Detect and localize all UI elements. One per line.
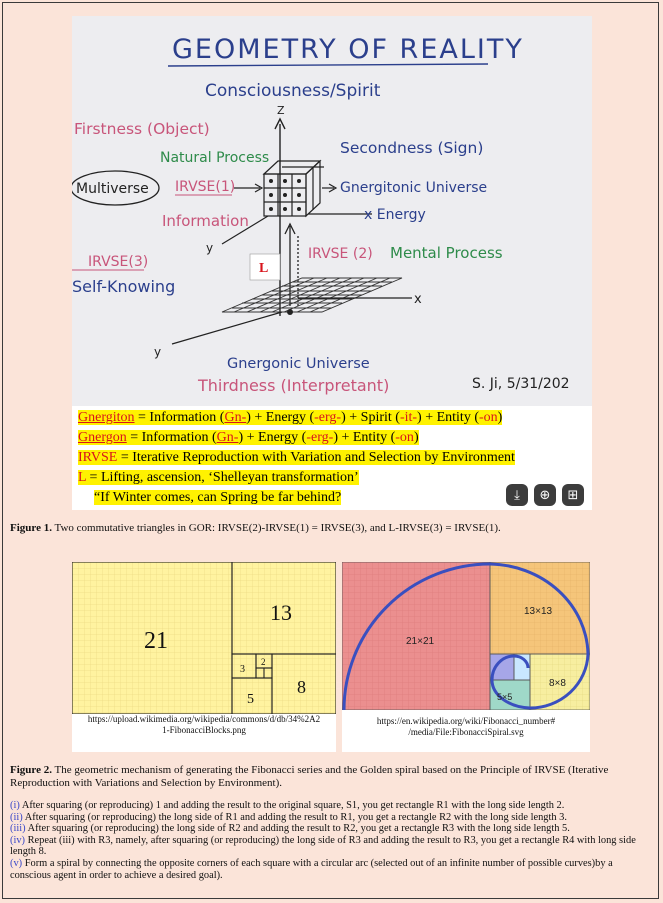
irvse2-label: IRVSE (2) <box>308 246 373 262</box>
quote-line: “If Winter comes, can Spring be far behi… <box>94 490 342 505</box>
z-axis-label: Z <box>277 104 285 117</box>
fibonacci-spiral-figure: 21×21 13×13 8×8 5×5 https://en.wikipedia… <box>342 562 590 752</box>
step-4: (iv) Repeat (iii) with R3, namely, after… <box>10 834 636 858</box>
sketch-title: GEOMETRY OF REALITY <box>172 34 524 65</box>
step-1: (i) After squaring (or reproducing) 1 an… <box>10 800 565 811</box>
irvse1-label: IRVSE(1) <box>175 179 235 195</box>
fibonacci-blocks-figure: 21 13 8 5 3 2 https://upload.wikimedia.o… <box>72 562 336 752</box>
blocks-source-url[interactable]: https://upload.wikimedia.org/wikipedia/c… <box>87 714 321 735</box>
image-toolbar: ⤓ ⊕ ⊞ <box>506 484 584 506</box>
block-21: 21 <box>144 628 168 654</box>
fibonacci-spiral-image: 21×21 13×13 8×8 5×5 <box>342 562 590 710</box>
geometry-of-reality-drawing: GEOMETRY OF REALITY Consciousness/Spirit… <box>72 34 570 395</box>
block-2: 2 <box>261 657 266 667</box>
step-3: (iii) After squaring (or reproducing) th… <box>10 823 570 835</box>
step-2: (ii) After squaring (or reproducing) the… <box>10 811 567 823</box>
block-5: 5 <box>247 692 254 707</box>
information-label: Information <box>162 212 249 230</box>
fibonacci-blocks-image: 21 13 8 5 3 2 <box>72 562 336 714</box>
spiral-source-url[interactable]: https://en.wikipedia.org/wiki/Fibonacci_… <box>376 716 556 737</box>
fibonacci-steps-list: (i) After squaring (or reproducing) 1 an… <box>10 800 652 881</box>
figure2-caption: Figure 2. The geometric mechanism of gen… <box>10 764 609 789</box>
L-label: L <box>259 261 268 276</box>
definition-gnergiton: Gnergiton = Information (Gn-) + Energy (… <box>78 410 503 425</box>
figure1-caption: Figure 1. Two commutative triangles in G… <box>10 522 501 534</box>
block-13: 13 <box>270 600 292 625</box>
definition-gnergon: Gnergon = Information (Gn-) + Energy (-e… <box>78 430 419 445</box>
y-axis-lower-label: y <box>154 345 161 359</box>
irvse3-label: IRVSE(3) <box>88 254 148 270</box>
gnergitonic-universe-label: Gnergitonic Universe <box>340 180 487 196</box>
definition-L: L = Lifting, ascension, ‘Shelleyan trans… <box>78 470 359 485</box>
add-image-icon[interactable]: ⊕ <box>534 484 556 506</box>
square-13x13: 13×13 <box>524 606 553 617</box>
golden-spiral-curve <box>342 562 590 710</box>
definition-irvse: IRVSE = Iterative Reproduction with Vari… <box>78 450 515 465</box>
gnergonic-universe-label: Gnergonic Universe <box>227 356 370 372</box>
square-8x8: 8×8 <box>549 678 566 689</box>
block-3: 3 <box>240 664 245 675</box>
x-axis-lower-label: x <box>414 292 422 307</box>
y-axis-upper-label: y <box>206 241 213 255</box>
firstness-label: Firstness (Object) <box>74 120 210 138</box>
square-5x5: 5×5 <box>497 692 512 702</box>
x-energy-label: x Energy <box>364 207 426 223</box>
step-5: (v) Form a spiral by connecting the oppo… <box>10 857 613 881</box>
consciousness-label: Consciousness/Spirit <box>205 81 381 101</box>
natural-process-label: Natural Process <box>160 150 269 166</box>
cube-icon <box>262 159 324 218</box>
download-icon[interactable]: ⤓ <box>506 484 528 506</box>
signature: S. Ji, 5/31/202 <box>472 376 570 392</box>
grid-add-icon[interactable]: ⊞ <box>562 484 584 506</box>
secondness-label: Secondness (Sign) <box>340 139 483 157</box>
square-21x21: 21×21 <box>406 636 435 647</box>
grid-plane <box>221 277 403 313</box>
definitions-block: Gnergiton = Information (Gn-) + Energy (… <box>72 406 592 510</box>
mental-process-label: Mental Process <box>390 244 503 262</box>
self-knowing-label: Self-Knowing <box>72 277 175 296</box>
thirdness-label: Thirdness (Interpretant) <box>197 376 389 395</box>
multiverse-label: Multiverse <box>76 181 149 197</box>
block-8: 8 <box>297 677 306 697</box>
figure1-sketch: GEOMETRY OF REALITY Consciousness/Spirit… <box>72 16 592 406</box>
